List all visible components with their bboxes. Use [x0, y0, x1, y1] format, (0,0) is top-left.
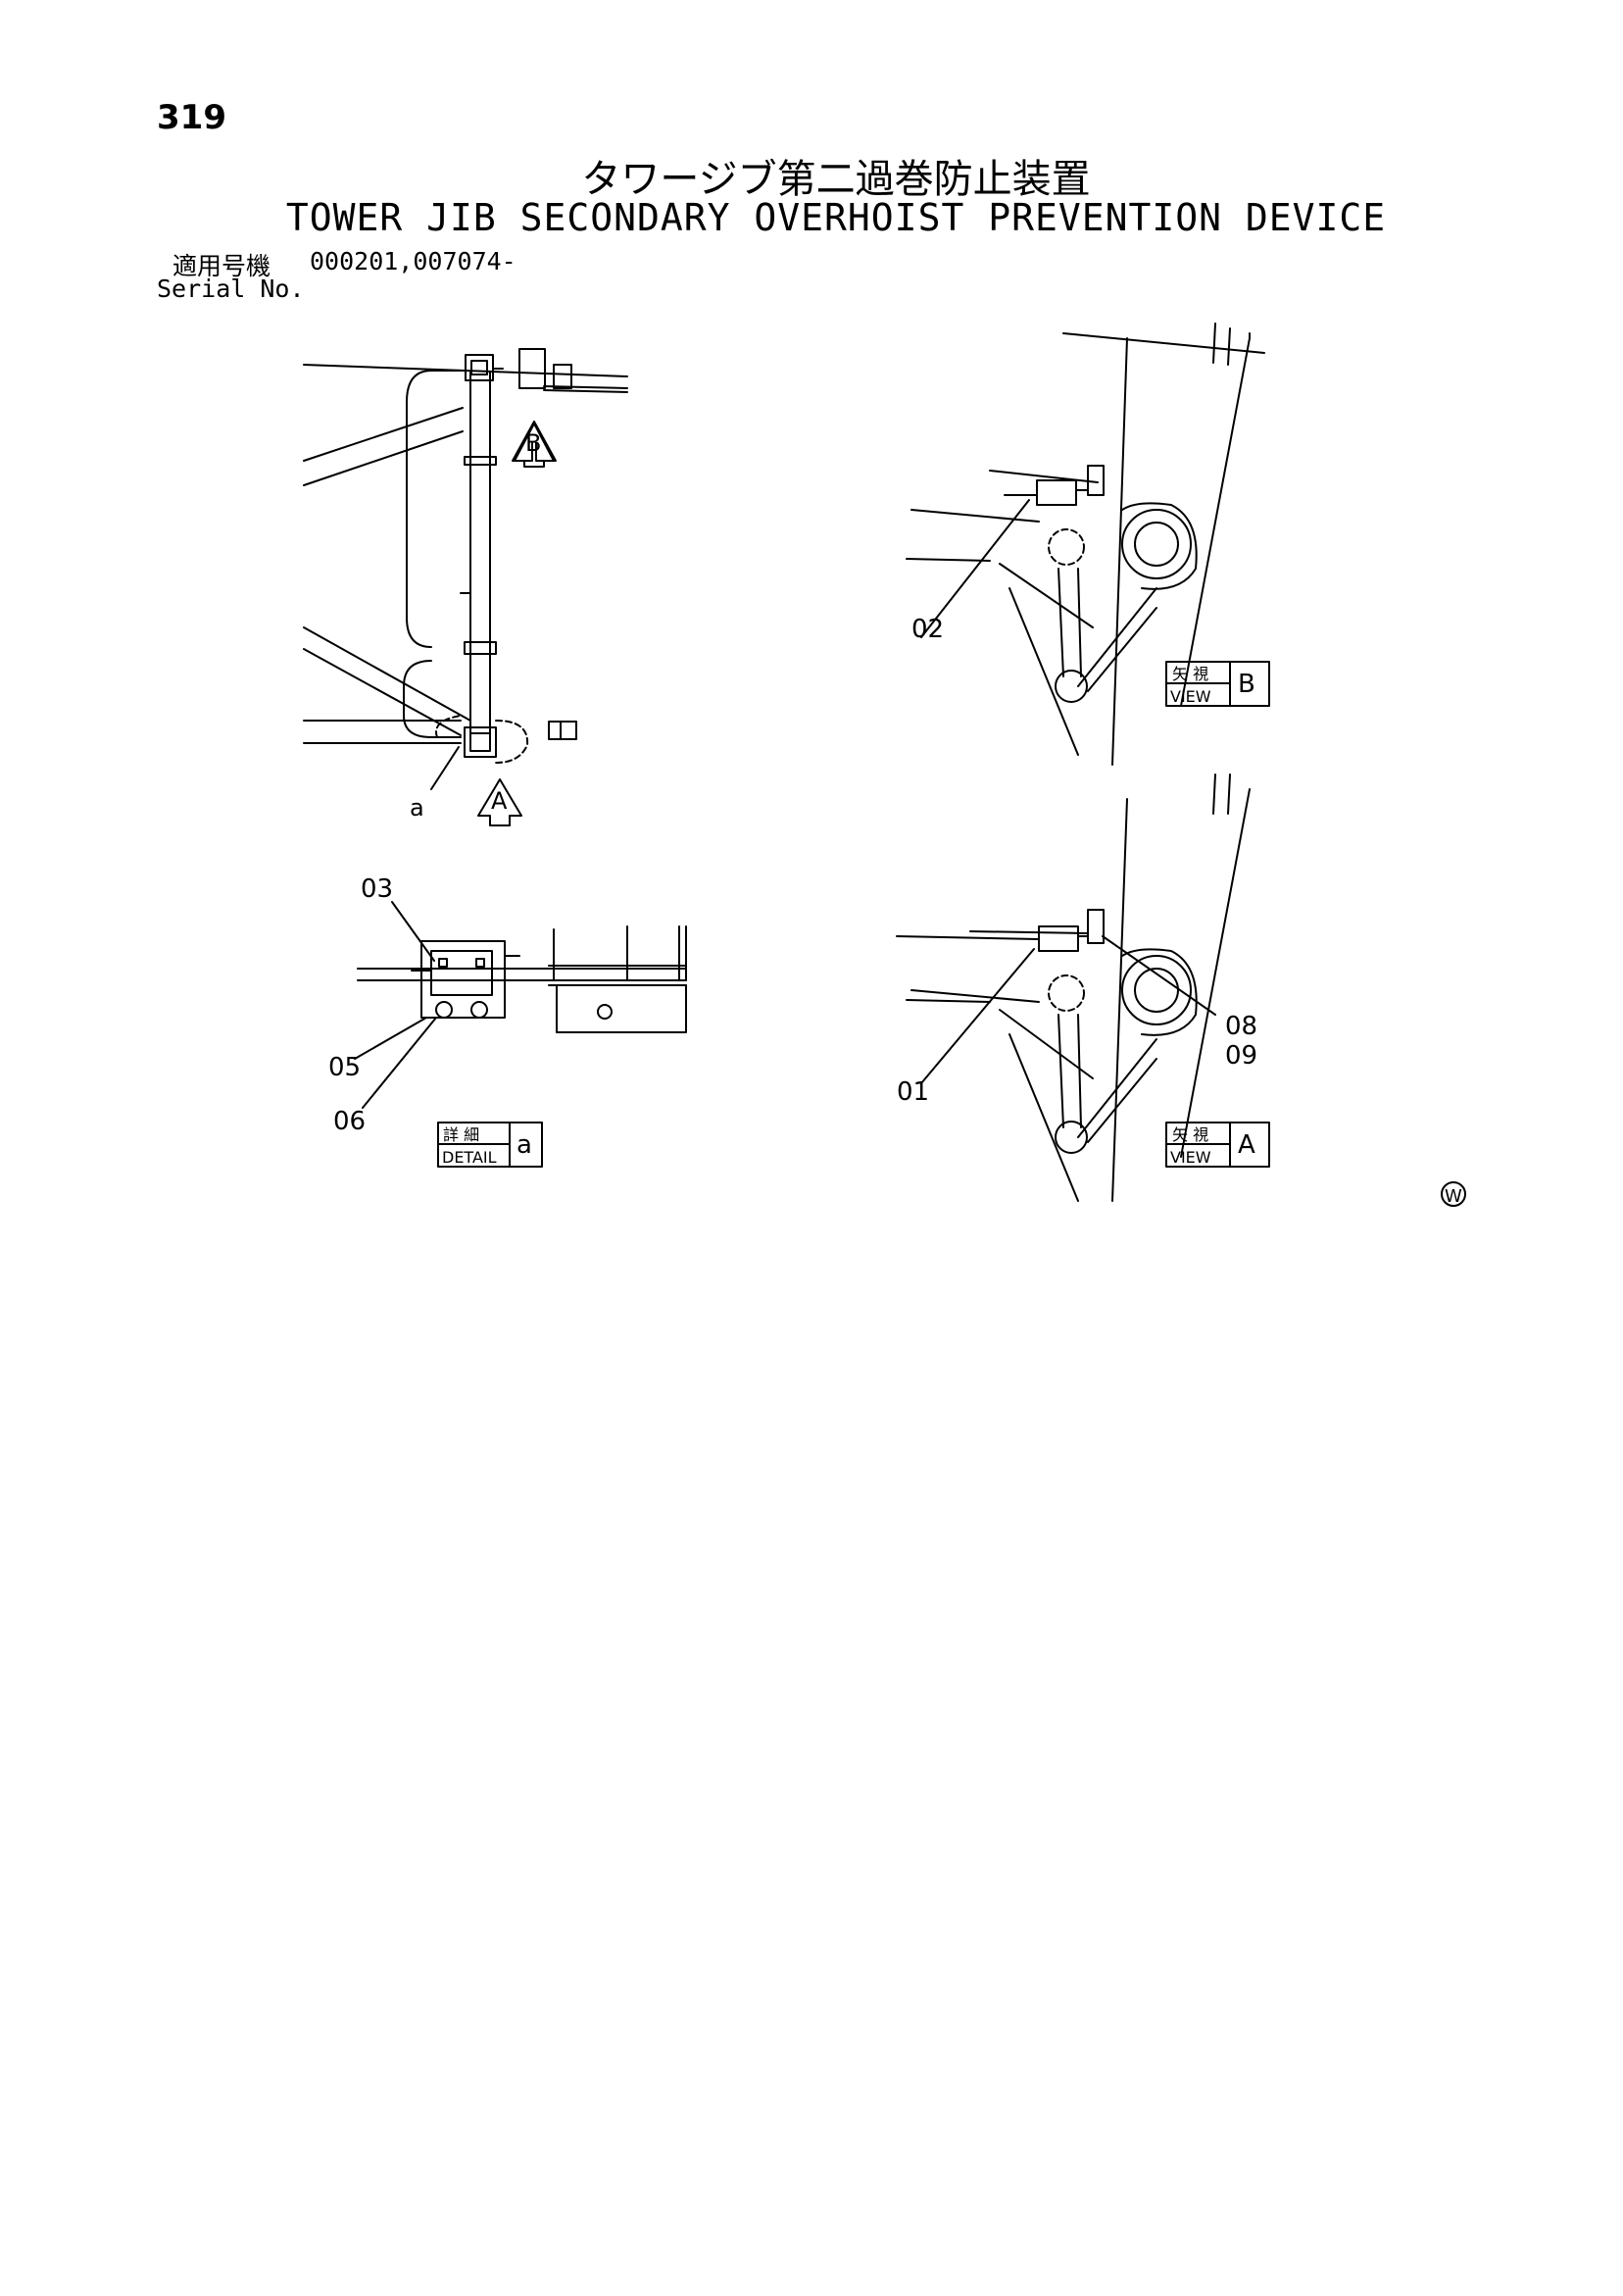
arrow-b-icon	[512, 421, 557, 468]
view-a-label-jp: 矢 視	[1172, 1125, 1208, 1144]
detail-label-jp: 詳 細	[443, 1125, 479, 1144]
detail-a-view: 03 05 06 詳 細 DETAIL a	[328, 874, 687, 1168]
arrow-a-letter: A	[491, 787, 508, 815]
view-b: 02 矢 視 VIEW B	[906, 323, 1270, 766]
serial-value: 000201,007074-	[310, 247, 516, 275]
arrow-a-icon	[477, 778, 522, 826]
watermark-w-icon: W	[1441, 1181, 1466, 1207]
view-b-label-en: VIEW	[1170, 687, 1211, 706]
view-b-label-jp: 矢 視	[1172, 665, 1208, 683]
view-b-label-letter: B	[1238, 670, 1255, 699]
detail-callout-a: a	[410, 794, 424, 822]
title-english: TOWER JIB SECONDARY OVERHOIST PREVENTION…	[285, 196, 1387, 239]
view-a-label-letter: A	[1238, 1130, 1255, 1160]
serial-label-english: Serial No.	[157, 275, 305, 303]
callout-01: 01	[897, 1077, 929, 1107]
view-a-label-en: VIEW	[1170, 1148, 1211, 1167]
callout-08: 08	[1225, 1012, 1257, 1041]
title-japanese: タワージブ第二過巻防止装置	[581, 157, 1091, 202]
callout-03: 03	[361, 874, 393, 904]
detail-label-letter: a	[516, 1130, 532, 1160]
callout-06: 06	[333, 1107, 366, 1136]
view-a: 01 08 09 矢 視 VIEW A	[896, 774, 1270, 1202]
callout-09: 09	[1225, 1041, 1257, 1071]
page-number: 319	[157, 98, 226, 137]
main-view: B A a	[303, 348, 628, 826]
callout-02: 02	[911, 615, 944, 644]
watermark-letter: W	[1445, 1186, 1462, 1207]
callout-05: 05	[328, 1053, 361, 1082]
serial-label-japanese: 適用号機	[172, 252, 271, 280]
arrow-b-letter: B	[525, 429, 541, 457]
detail-label-en: DETAIL	[442, 1148, 497, 1167]
